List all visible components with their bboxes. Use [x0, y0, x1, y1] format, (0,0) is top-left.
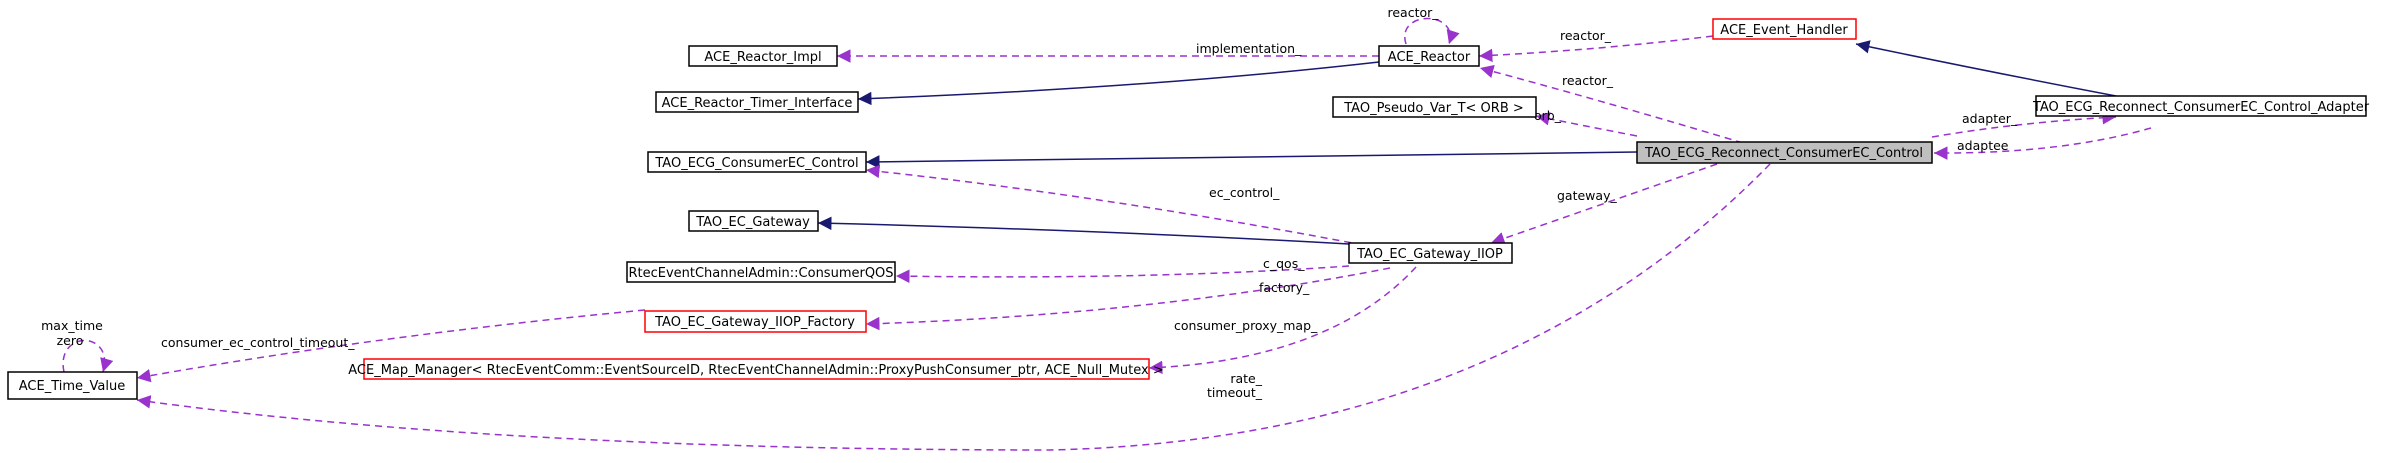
node-ace-reactor[interactable]: ACE_Reactor	[1378, 45, 1480, 67]
node-tao-ecg-consumerec-control-label: TAO_ECG_ConsumerEC_Control	[654, 156, 858, 171]
edge-label-timeout: timeout_	[1207, 385, 1263, 400]
edge-c-qos	[895, 265, 1350, 283]
node-tao-ec-gateway-iiop-factory[interactable]: TAO_EC_Gateway_IIOP_Factory	[644, 310, 867, 333]
edge-ec-control	[865, 164, 1364, 246]
edge-reactor-to-reactor-impl-inheritance	[857, 61, 1380, 106]
edge-label-implementation: implementation_	[1196, 41, 1302, 56]
node-ace-reactor-timer-interface[interactable]: ACE_Reactor_Timer_Interface	[655, 91, 859, 113]
edge-label-consumer-ec-control-timeout: consumer_ec_control_timeout_	[161, 335, 355, 350]
edge-label-rate: rate_	[1230, 371, 1262, 386]
edge-label-adapter: adapter_	[1962, 111, 2018, 126]
edge-label-c-qos: c_qos_	[1263, 256, 1305, 271]
edge-adaptee	[1933, 127, 2152, 160]
node-rtec-consumer-qos[interactable]: RtecEventChannelAdmin::ConsumerQOS	[626, 261, 896, 283]
node-ace-reactor-impl[interactable]: ACE_Reactor_Impl	[688, 45, 838, 67]
node-ace-reactor-timer-interface-label: ACE_Reactor_Timer_Interface	[662, 96, 853, 111]
edge-label-reactor-self: reactor_	[1387, 5, 1439, 20]
edge-factory	[865, 267, 1391, 331]
node-ace-reactor-label: ACE_Reactor	[1388, 50, 1471, 65]
edge-time-value-self-loop	[62, 339, 114, 373]
edge-label-reactor-handler: reactor_	[1560, 28, 1612, 43]
edge-label-reactor-ctrl: reactor_	[1562, 73, 1614, 88]
node-tao-ec-gateway-label: TAO_EC_Gateway	[695, 215, 810, 230]
edge-rate-timeout	[136, 163, 1771, 451]
node-tao-ec-gateway[interactable]: TAO_EC_Gateway	[688, 210, 819, 232]
node-ace-event-handler[interactable]: ACE_Event_Handler	[1712, 18, 1857, 40]
node-rtec-consumer-qos-label: RtecEventChannelAdmin::ConsumerQOS	[628, 266, 893, 281]
edge-reconnect-control-to-consumerec-control-inheritance	[865, 151, 1638, 169]
edge-label-max-time: max_time	[41, 318, 103, 333]
node-ace-time-value[interactable]: ACE_Time_Value	[7, 371, 138, 400]
edge-label-consumer-proxy-map: consumer_proxy_map_	[1174, 318, 1318, 333]
node-tao-ec-gateway-iiop[interactable]: TAO_EC_Gateway_IIOP	[1348, 242, 1513, 264]
edge-gateway	[1490, 163, 1718, 245]
edge-consumer-ec-control-timeout	[136, 309, 646, 383]
node-ace-map-manager[interactable]: ACE_Map_Manager< RtecEventComm::EventSou…	[348, 358, 1164, 380]
edge-label-orb: orb_	[1534, 108, 1562, 123]
edge-adapter	[1931, 110, 2117, 138]
node-tao-ec-gateway-iiop-label: TAO_EC_Gateway_IIOP	[1356, 247, 1503, 262]
node-ace-reactor-impl-label: ACE_Reactor_Impl	[704, 50, 821, 65]
edge-gateway-iiop-to-ec-gateway-inheritance	[817, 216, 1350, 245]
node-tao-pseudo-var[interactable]: TAO_Pseudo_Var_T< ORB >	[1332, 96, 1537, 118]
edge-label-zero: zero	[57, 333, 84, 348]
edge-label-factory: factory_	[1259, 280, 1310, 295]
edge-label-adaptee: adaptee	[1957, 138, 2009, 153]
node-tao-ecg-consumerec-control[interactable]: TAO_ECG_ConsumerEC_Control	[647, 151, 867, 173]
edge-label-ec-control: ec_control_	[1209, 185, 1280, 200]
node-tao-pseudo-var-label: TAO_Pseudo_Var_T< ORB >	[1343, 101, 1524, 116]
node-tao-ecg-reconnect-adapter[interactable]: TAO_ECG_Reconnect_ConsumerEC_Control_Ada…	[2032, 95, 2370, 117]
node-tao-ec-gateway-iiop-factory-label: TAO_EC_Gateway_IIOP_Factory	[654, 315, 855, 330]
node-ace-time-value-label: ACE_Time_Value	[19, 379, 125, 394]
edge-reactor-ctrl	[1479, 64, 1744, 144]
edge-reactor-self-loop	[1404, 17, 1460, 45]
edge-consumer-proxy-map	[1148, 266, 1417, 375]
edge-adapter-to-event-handler-inheritance	[1855, 40, 2117, 97]
node-ace-event-handler-label: ACE_Event_Handler	[1720, 23, 1848, 38]
edge-label-gateway: gateway_	[1557, 188, 1617, 203]
node-ace-map-manager-label: ACE_Map_Manager< RtecEventComm::EventSou…	[348, 363, 1164, 378]
edge-orb	[1535, 112, 1638, 137]
edge-reactor-handler	[1478, 35, 1714, 63]
node-tao-ecg-reconnect-control[interactable]: TAO_ECG_Reconnect_ConsumerEC_Control	[1636, 141, 1933, 164]
node-tao-ecg-reconnect-adapter-label: TAO_ECG_Reconnect_ConsumerEC_Control_Ada…	[2032, 100, 2370, 115]
node-tao-ecg-reconnect-control-label: TAO_ECG_Reconnect_ConsumerEC_Control	[1644, 146, 1923, 161]
